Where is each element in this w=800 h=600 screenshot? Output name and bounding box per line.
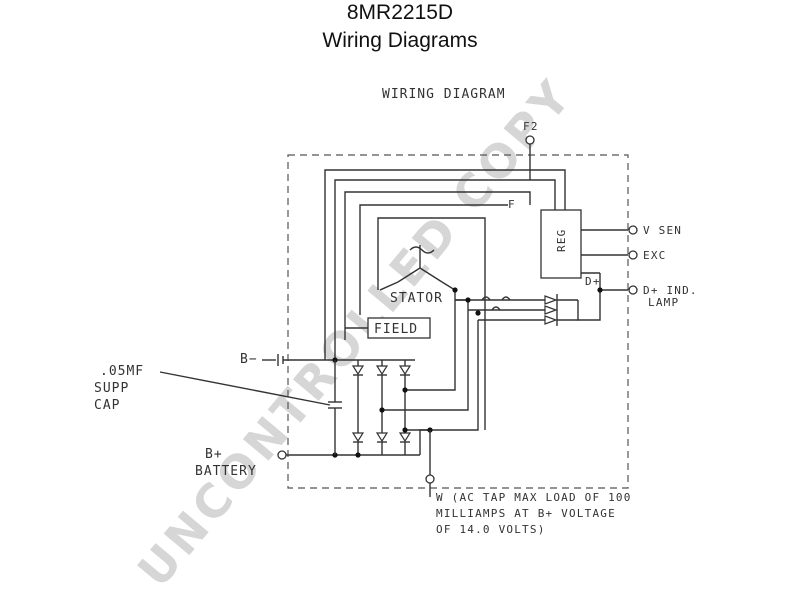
cap-label-2: SUPP: [94, 381, 129, 396]
cap-label-3: CAP: [94, 398, 120, 413]
supp-capacitor: .05MF SUPP CAP: [94, 360, 342, 455]
field-label: FIELD: [374, 322, 418, 337]
b-plus-label: B+: [205, 447, 223, 462]
w-terminal: W (AC TAP MAX LOAD OF 100 MILLIAMPS AT B…: [425, 430, 632, 536]
cap-label-1: .05MF: [100, 364, 144, 379]
lamp-label: LAMP: [648, 296, 679, 309]
stator: STATOR: [390, 245, 443, 306]
positive-diodes: [351, 375, 412, 455]
v-sen-label: V SEN: [643, 224, 682, 237]
housing-outline: [287, 154, 629, 489]
d-plus-ind-label: D+ IND.: [643, 284, 698, 297]
d-plus-terminal: D+ IND. LAMP: [628, 284, 698, 309]
negative-diodes: [351, 360, 412, 376]
exc-terminal: EXC: [628, 249, 666, 262]
f-label: F: [508, 198, 516, 211]
w-label-2: MILLIAMPS AT B+ VOLTAGE: [436, 507, 616, 520]
diode-trio: [544, 287, 603, 326]
d-plus-inner-label: D+: [585, 275, 601, 288]
b-minus-label: B−: [240, 352, 258, 367]
v-sen-terminal: V SEN: [628, 224, 682, 237]
battery-label: BATTERY: [195, 464, 257, 479]
wiring-loops: F: [324, 169, 566, 430]
reg-label: REG: [555, 229, 568, 252]
field: FIELD: [345, 317, 431, 339]
diagram-heading: WIRING DIAGRAM: [382, 87, 506, 102]
f2-terminal: F2: [523, 120, 539, 180]
stator-label: STATOR: [390, 291, 443, 306]
f2-label: F2: [523, 120, 539, 133]
regulator: REG D+: [540, 209, 628, 291]
b-minus-terminal: B−: [240, 352, 415, 367]
w-label-3: OF 14.0 VOLTS): [436, 523, 546, 536]
model-title: 8MR2215D: [346, 1, 454, 24]
exc-label: EXC: [643, 249, 666, 262]
page-subtitle: Wiring Diagrams: [322, 29, 478, 52]
w-label-1: W (AC TAP MAX LOAD OF 100: [436, 491, 632, 504]
